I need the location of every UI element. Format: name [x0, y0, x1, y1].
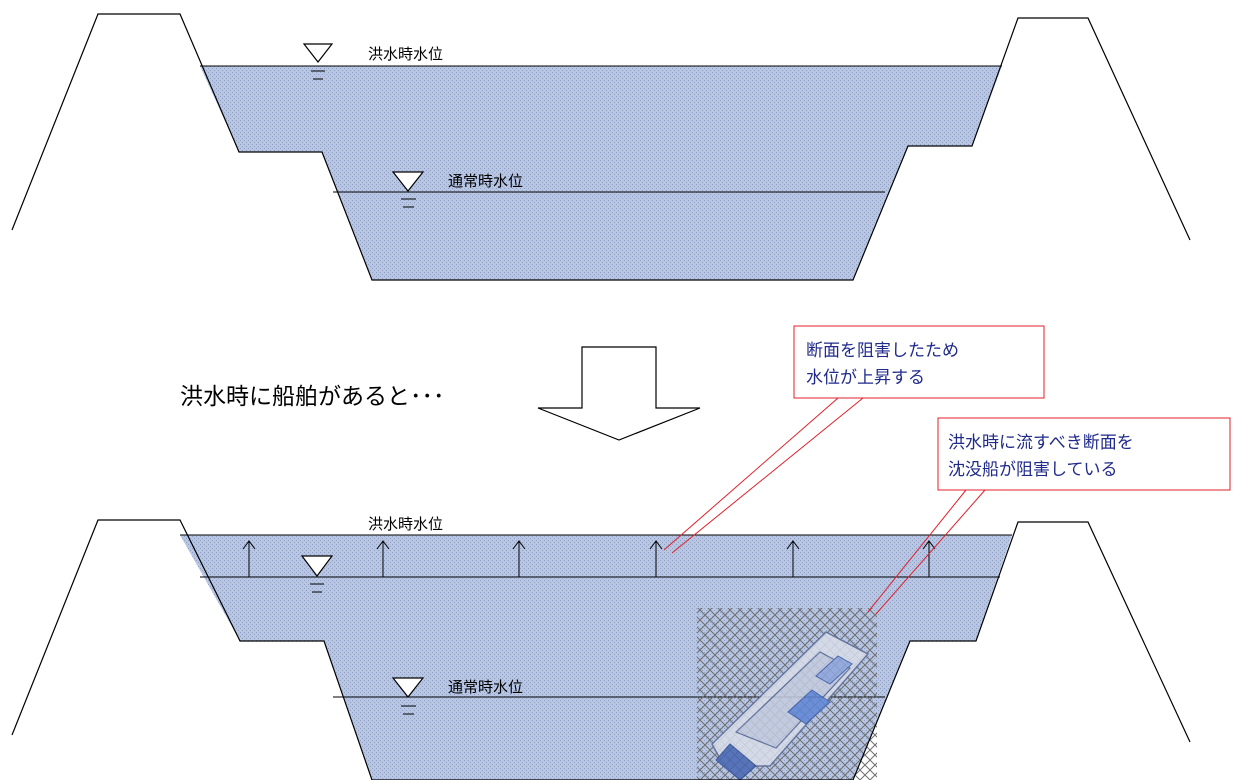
bottom-cross-section: 洪水時水位 通常時水位 — [11, 515, 1191, 780]
bottom-normal-level-label: 通常時水位 — [448, 678, 523, 696]
top-cross-section: 洪水時水位 通常時水位 — [11, 13, 1191, 281]
up-arrow-icon — [376, 540, 390, 577]
callout-leader — [867, 489, 967, 613]
callout-line-2: 沈没船が阻害している — [948, 460, 1118, 480]
top-normal-level-label: 通常時水位 — [448, 172, 523, 190]
water-level-triangle-icon — [300, 555, 334, 577]
water-level-triangle-icon — [391, 677, 425, 698]
top-river-bank-profile — [11, 13, 1191, 281]
callout-line-1: 断面を阻害したため — [806, 341, 959, 361]
sunken-ship-icon — [711, 631, 870, 780]
bottom-normal-level-marker — [391, 677, 425, 715]
sunken-ship-obstruction — [697, 608, 877, 780]
down-arrow-icon — [537, 346, 701, 441]
bottom-river-bank-profile — [11, 519, 1191, 780]
up-arrow-icon — [922, 540, 936, 577]
callout-line-2: 水位が上昇する — [806, 368, 925, 388]
bottom-flood-level-label: 洪水時水位 — [368, 515, 443, 533]
up-arrow-icon — [242, 540, 256, 577]
callout-leader — [663, 397, 839, 551]
top-flood-level-marker — [302, 43, 334, 80]
up-arrow-icon — [649, 540, 663, 577]
top-flood-water — [200, 66, 1002, 280]
bottom-flood-level-marker — [300, 555, 334, 593]
up-arrow-icon — [786, 540, 800, 577]
callout-obstruction: 洪水時に流すべき断面を 沈没船が阻害している — [867, 417, 1231, 615]
callout-box — [793, 325, 1045, 399]
callout-water-rise: 断面を阻害したため 水位が上昇する — [663, 325, 1045, 554]
callout-box — [937, 417, 1231, 491]
callout-line-1: 洪水時に流すべき断面を — [948, 433, 1134, 453]
water-rise-arrows — [242, 540, 936, 577]
transition: 洪水時に船舶があると･･･ — [180, 346, 701, 441]
top-flood-level-label: 洪水時水位 — [368, 45, 443, 63]
bottom-flood-water — [180, 535, 1012, 780]
callout-leader — [875, 489, 986, 615]
water-level-triangle-icon — [391, 171, 425, 192]
callout-leader — [671, 397, 864, 554]
up-arrow-icon — [512, 540, 526, 577]
transition-heading: 洪水時に船舶があると･･･ — [180, 384, 445, 410]
water-level-triangle-icon — [302, 43, 334, 63]
top-normal-level-marker — [391, 171, 425, 208]
